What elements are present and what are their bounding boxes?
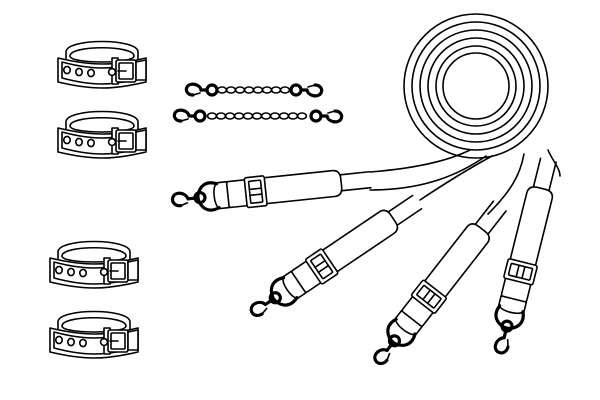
strap-2 bbox=[242, 155, 493, 328]
cuff-bottom-2 bbox=[49, 310, 139, 359]
cuff-top-2 bbox=[57, 110, 147, 159]
strap-1 bbox=[169, 149, 487, 217]
coiled-strap bbox=[403, 13, 549, 159]
cuff-top-1 bbox=[57, 40, 147, 89]
connector-chain-long bbox=[172, 108, 344, 124]
connector-chain-short bbox=[184, 82, 324, 98]
strap-3 bbox=[364, 153, 525, 374]
strap-4 bbox=[484, 149, 565, 359]
cuff-bottom-1 bbox=[49, 240, 139, 289]
